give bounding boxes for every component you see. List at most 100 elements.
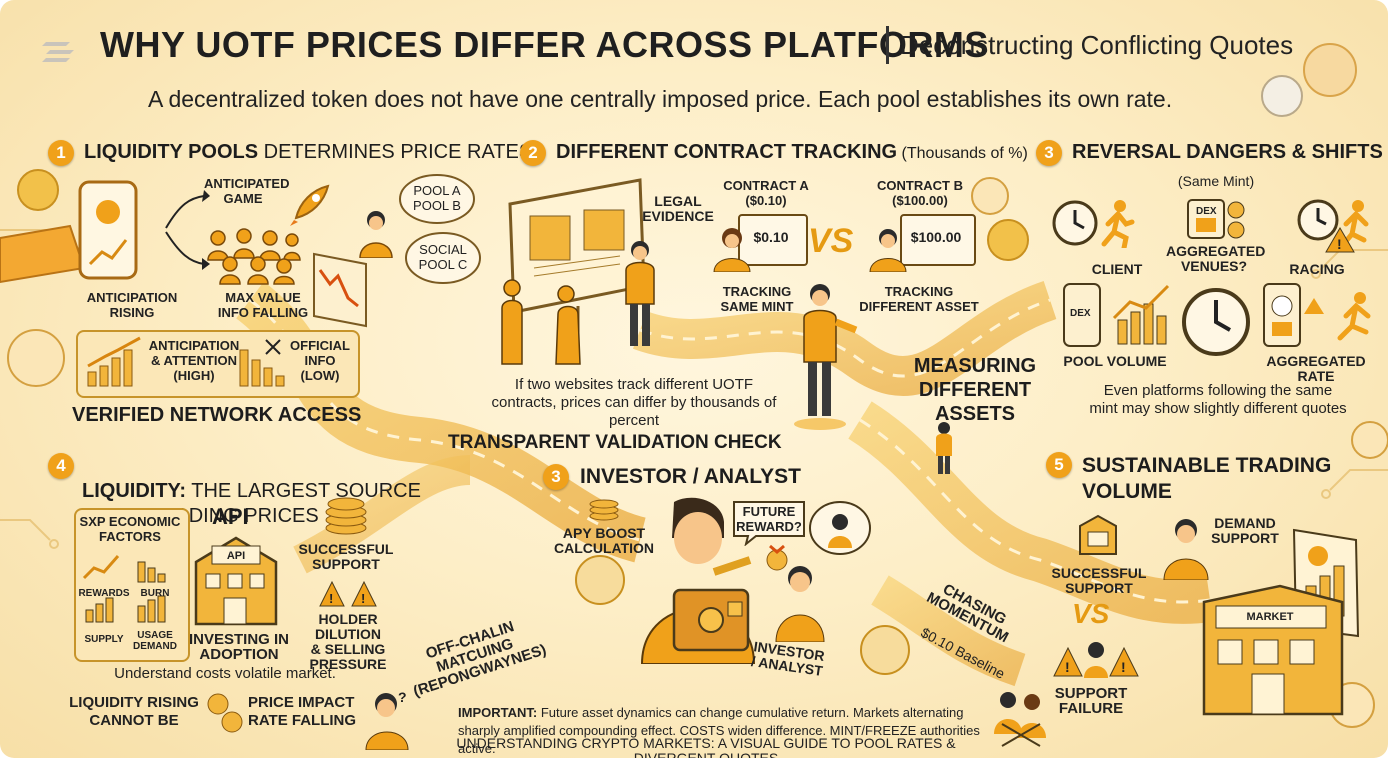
running-client-icon bbox=[1101, 200, 1135, 248]
measuring-different-assets: MEASURING DIFFERENT ASSETS bbox=[913, 355, 1037, 425]
crowd-icon bbox=[207, 228, 301, 285]
person-contract-b-icon bbox=[869, 229, 907, 272]
contract-b-screen bbox=[900, 214, 976, 266]
team-people-icon bbox=[994, 692, 1046, 747]
market-store-icon bbox=[1202, 528, 1360, 716]
contract-a-price: $0.10 bbox=[753, 229, 789, 245]
thought-bubble-icon bbox=[809, 501, 871, 555]
panel4-note: Understand costs volatile market. bbox=[114, 665, 336, 682]
client-label: CLIENT bbox=[1091, 261, 1143, 277]
rewards-label: REWARDS bbox=[78, 588, 130, 599]
usage-demand-label: USAGE DEMAND bbox=[133, 630, 177, 652]
rising-bars-icon bbox=[87, 336, 141, 387]
panel1-title-rest: DETERMINES PRICE RATES bbox=[258, 141, 533, 163]
store-sign-text: MARKET bbox=[1246, 611, 1294, 623]
failure-warning-icon: ! ! bbox=[1053, 642, 1139, 678]
panel4-number-badge: 4 bbox=[48, 453, 74, 479]
thinking-person-icon: ? bbox=[365, 690, 409, 750]
page-title: WHY UOTF PRICES DIFFER ACROSS PLATFORMS bbox=[100, 24, 989, 65]
svg-text:!: ! bbox=[361, 591, 365, 606]
contract-b-label: CONTRACT B ($100.00) bbox=[877, 178, 963, 208]
solana-logo-icon bbox=[42, 42, 74, 62]
panel3-number-badge: 3 bbox=[1036, 140, 1062, 166]
panel3-title: REVERSAL DANGERS & SHIFTS bbox=[1072, 141, 1383, 163]
anticipated-game-label: ANTICIPATED GAME bbox=[204, 176, 290, 206]
page-subtitle: Deconstructing Conflicting Quotes bbox=[900, 30, 1294, 60]
successful-support-label-right: SUCCESSFUL SUPPORT bbox=[1051, 565, 1147, 596]
important-text: Future asset dynamics can change cumulat… bbox=[458, 705, 980, 756]
panel1-title: LIQUIDITY POOLS DETERMINES PRICE RATES bbox=[84, 141, 532, 164]
svg-text:?: ? bbox=[398, 690, 407, 705]
contract-vs: VS bbox=[808, 222, 854, 260]
holder-dilution-label: HOLDER DILUTION & SELLING PRESSURE bbox=[309, 611, 387, 672]
warning-signs-icon: ! ! bbox=[319, 580, 377, 607]
max-value-label: MAX VALUE INFO FALLING bbox=[217, 290, 309, 320]
important-label: IMPORTANT: bbox=[458, 705, 538, 720]
pool-volume-label: POOL VOLUME bbox=[1063, 353, 1167, 369]
large-clock-icon bbox=[1182, 288, 1250, 356]
factor-charts-icon bbox=[82, 555, 166, 623]
economic-factors-card bbox=[74, 508, 190, 662]
support-vs: VS bbox=[1072, 598, 1110, 629]
api-sign-text: API bbox=[226, 550, 246, 562]
panel5-title: SUSTAINABLE TRADING VOLUME bbox=[1082, 454, 1332, 503]
thought-bubble-social-pool bbox=[405, 232, 481, 284]
panel2-title: DIFFERENT CONTRACT TRACKING (Thousands o… bbox=[556, 141, 1028, 164]
panel2-title-rest: (Thousands of %) bbox=[897, 145, 1028, 162]
future-reward-bubble bbox=[733, 501, 805, 546]
demand-person-icon bbox=[1163, 519, 1209, 580]
aggregated-rate-icon bbox=[1263, 283, 1371, 347]
hand-phone-icon bbox=[0, 180, 138, 284]
second-analyst-icon bbox=[775, 566, 825, 642]
social-pool-label: SOCIAL POOL C bbox=[418, 242, 468, 272]
panel1-number-badge: 1 bbox=[48, 140, 74, 166]
curved-arrows-icon bbox=[165, 190, 210, 270]
panel1-title-bold: LIQUIDITY POOLS bbox=[84, 141, 259, 163]
investor-with-safe-icon bbox=[640, 497, 756, 664]
thought-bubble-pool-ab bbox=[399, 174, 475, 224]
panel2-title-bold: DIFFERENT CONTRACT TRACKING bbox=[556, 141, 898, 163]
aggregated-venues-label: AGGREGATED VENUES? bbox=[1166, 243, 1266, 274]
aggregated-rate-label: AGGREGATED RATE bbox=[1266, 353, 1366, 384]
panel4-title-bold: LIQUIDITY: bbox=[82, 480, 187, 502]
anticipation-vs-info-card bbox=[76, 330, 360, 398]
pool-ab-label: POOL A POOL B bbox=[413, 183, 461, 213]
svg-text:DEX: DEX bbox=[1070, 308, 1091, 319]
evidence-board-icon bbox=[501, 178, 646, 365]
contract-a-label: CONTRACT A ($0.10) bbox=[723, 178, 809, 208]
center-number-badge: 3 bbox=[543, 464, 569, 490]
svg-text:!: ! bbox=[1065, 659, 1070, 675]
contract-b-price: $100.00 bbox=[910, 229, 962, 245]
anticipation-rising-label: ANTICIPATION RISING bbox=[86, 290, 178, 320]
support-failure-label: SUPPORT FAILURE bbox=[1054, 685, 1128, 717]
tagline: A decentralized token does not have one … bbox=[148, 86, 1173, 112]
official-info-label: OFFICIAL INFO (LOW) bbox=[290, 338, 350, 383]
successful-support-label-left: SUCCESSFUL SUPPORT bbox=[298, 541, 394, 572]
price-impact-label: PRICE IMPACT RATE FALLING bbox=[248, 694, 357, 729]
racing-label: RACING bbox=[1289, 261, 1345, 277]
economic-factors-title: SXP ECONOMIC FACTORS bbox=[79, 514, 181, 544]
legal-evidence-label: LEGAL EVIDENCE bbox=[642, 193, 714, 224]
api-building-icon bbox=[194, 536, 278, 626]
coin-stack-icon bbox=[325, 497, 367, 535]
falling-bars-icon bbox=[239, 339, 285, 387]
contract-a-screen bbox=[738, 214, 808, 266]
tracking-same-mint-label: TRACKING SAME MINT bbox=[720, 284, 794, 314]
demand-support-label: DEMAND SUPPORT bbox=[1211, 515, 1279, 546]
svg-text:!: ! bbox=[329, 591, 333, 606]
dex-venue-icon: DEX bbox=[1187, 199, 1245, 239]
svg-text:!: ! bbox=[1121, 659, 1126, 675]
api-title: API bbox=[212, 504, 249, 529]
coin-exchange-icon bbox=[207, 693, 243, 733]
pointing-person-icon bbox=[936, 422, 952, 474]
rocket-icon bbox=[290, 184, 330, 226]
liquidity-rising-label: LIQUIDITY RISING CANNOT BE bbox=[69, 694, 199, 729]
racing-clock-icon: ! bbox=[1297, 199, 1369, 253]
center-title: INVESTOR / ANALYST bbox=[580, 465, 801, 488]
panel3-note: Even platforms following the same mint m… bbox=[1089, 382, 1347, 417]
clock-icon bbox=[1052, 200, 1098, 246]
medal-icon bbox=[766, 544, 788, 571]
person-contract-a-icon bbox=[713, 228, 751, 272]
